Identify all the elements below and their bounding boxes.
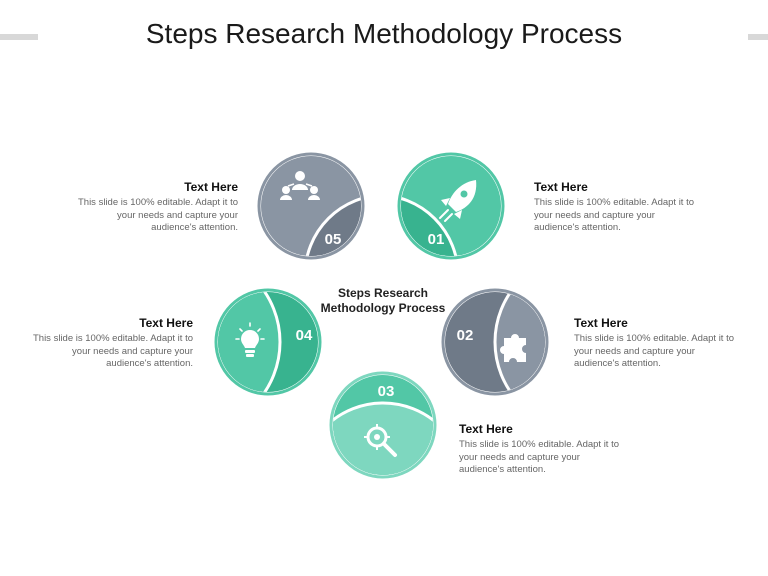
step-03-number: 03 [378, 383, 395, 400]
text-block-01-heading: Text Here [534, 180, 588, 194]
text-block-03-body: This slide is 100% editable. Adapt it to… [459, 439, 620, 475]
step-02-number: 02 [457, 327, 474, 344]
text-block-02-body: This slide is 100% editable. Adapt it to… [574, 333, 735, 369]
search-target-icon [364, 424, 397, 457]
decor-bar-right [748, 34, 768, 40]
text-block-03: Text Here This slide is 100% editable. A… [459, 422, 624, 477]
decor-bar-left [0, 34, 38, 40]
team-network-icon [280, 171, 320, 200]
text-block-03-heading: Text Here [459, 422, 513, 436]
puzzle-icon [500, 334, 526, 362]
text-block-02: Text Here This slide is 100% editable. A… [574, 316, 739, 371]
text-block-04: Text Here This slide is 100% editable. A… [28, 316, 193, 371]
text-block-01: Text Here This slide is 100% editable. A… [534, 180, 699, 235]
step-05-number: 05 [325, 231, 342, 248]
text-block-04-heading: Text Here [139, 316, 193, 330]
text-block-01-body: This slide is 100% editable. Adapt it to… [534, 197, 695, 233]
text-block-05-body: This slide is 100% editable. Adapt it to… [77, 197, 238, 233]
step-05-circle: 05 [257, 152, 365, 260]
rocket-icon [439, 180, 477, 222]
step-01-number: 01 [428, 231, 445, 248]
center-label: Steps Research Methodology Process [320, 286, 446, 315]
text-block-02-heading: Text Here [574, 316, 628, 330]
step-01-circle: 01 [397, 152, 505, 260]
text-block-05-heading: Text Here [184, 180, 238, 194]
lightbulb-icon [235, 322, 265, 357]
step-03-circle: 03 [329, 371, 437, 479]
step-04-number: 04 [296, 327, 313, 344]
text-block-04-body: This slide is 100% editable. Adapt it to… [32, 333, 193, 369]
slide-title: Steps Research Methodology Process [145, 18, 623, 49]
text-block-05: Text Here This slide is 100% editable. A… [73, 180, 238, 235]
